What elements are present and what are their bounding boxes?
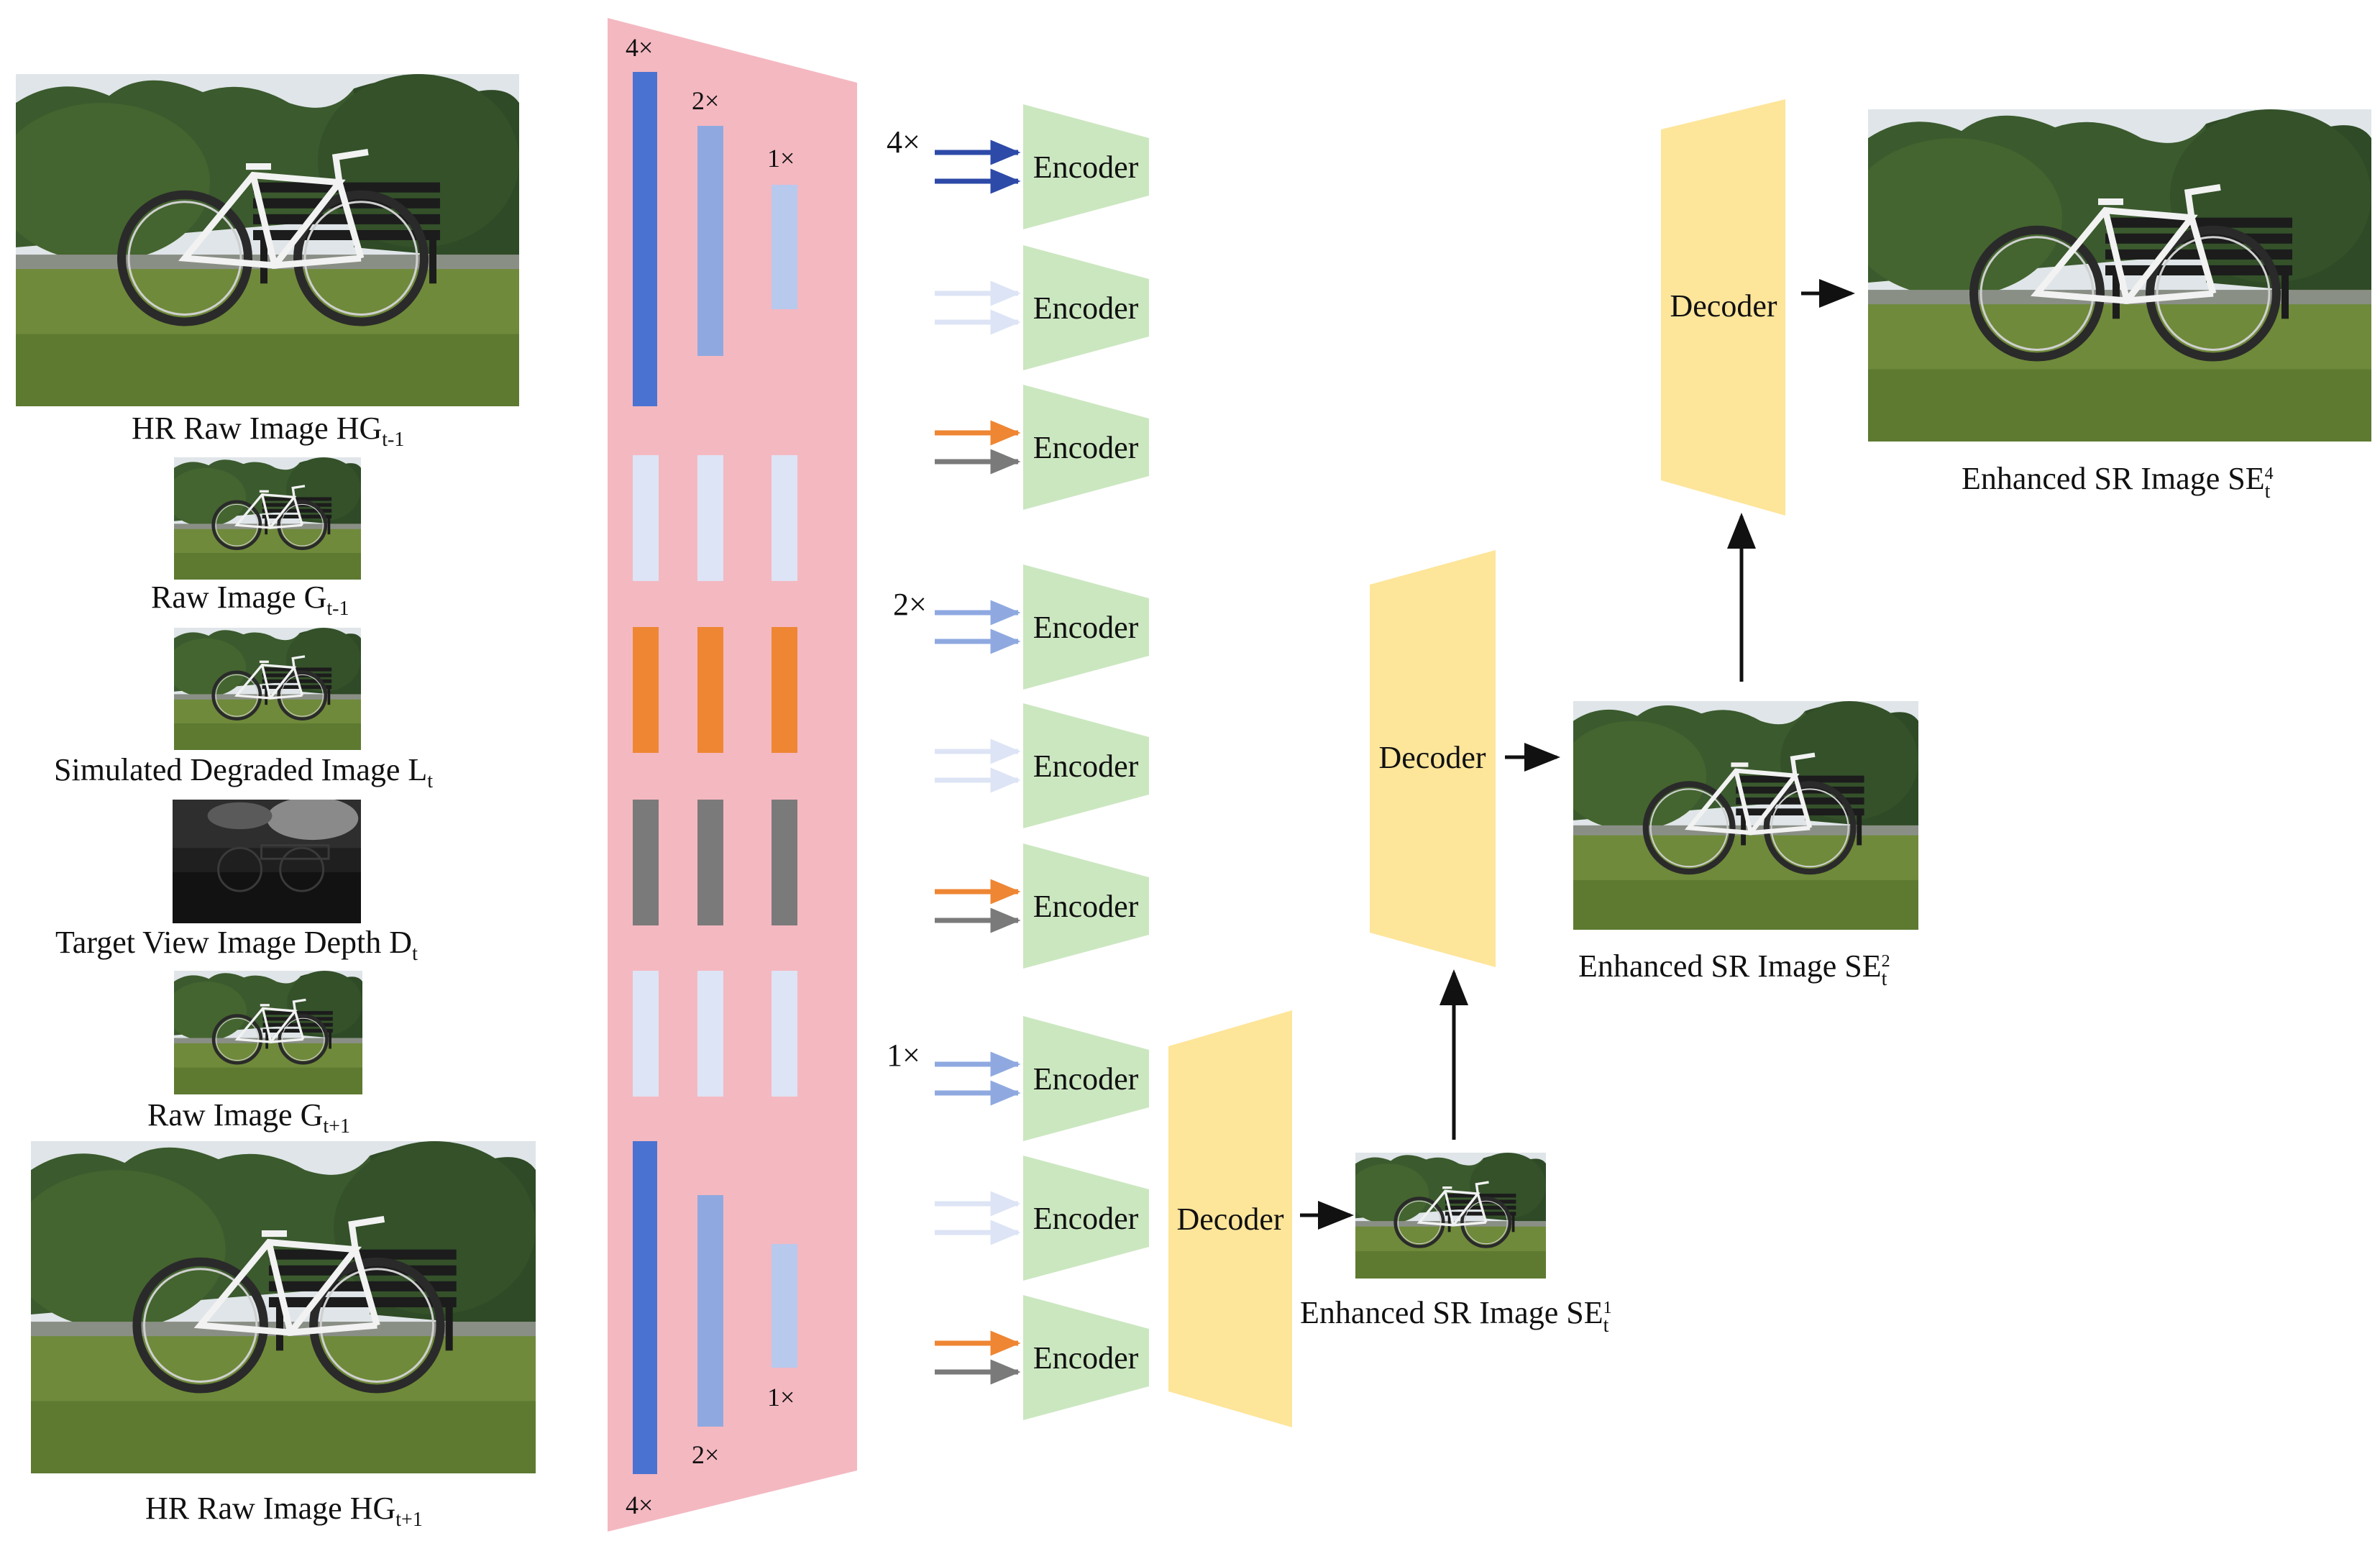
encoder-7-shape <box>1023 1016 1149 1141</box>
depth-image-label: Target View Image Depth Dt <box>55 925 418 965</box>
decoder-4x: Decoder <box>1661 99 1785 516</box>
flow-arrows <box>1300 279 1855 1230</box>
feat-raw-prev-b <box>697 455 723 581</box>
feat-raw-next-a <box>633 971 659 1097</box>
feat-degraded-a <box>633 627 659 753</box>
encoder-column: EncoderEncoderEncoderEncoderEncoderEncod… <box>935 104 1149 1420</box>
raw-image-prev <box>166 457 361 580</box>
decoder-4x-label: Decoder <box>1670 288 1777 324</box>
se4-image <box>1846 109 2371 442</box>
top-scale-2x: 2× <box>692 86 719 115</box>
bottom-bar-1x <box>772 1244 797 1368</box>
feat-degraded-c <box>772 627 797 753</box>
raw-image-next <box>166 971 362 1094</box>
group-scale-4x: 4× <box>887 124 920 160</box>
input-hr-next: HR Raw Image HGt+1 <box>9 1141 536 1531</box>
hr-raw-image-next <box>9 1141 536 1473</box>
se2-image <box>1558 701 1918 930</box>
hr-raw-image-next-label: HR Raw Image HGt+1 <box>145 1491 423 1531</box>
bottom-scale-2x: 2× <box>692 1440 719 1469</box>
decoder-1x: Decoder <box>1168 1010 1292 1427</box>
feat-raw-next-c <box>772 971 797 1097</box>
encoder-9-shape <box>1023 1295 1149 1420</box>
funnel-shape <box>608 18 857 1532</box>
degraded-image <box>166 628 361 750</box>
decoder-1x-label: Decoder <box>1176 1202 1283 1237</box>
raw-image-next-label: Raw Image Gt+1 <box>147 1097 350 1138</box>
decoder-2x-label: Decoder <box>1378 740 1486 775</box>
decoder-1x-shape <box>1168 1010 1292 1427</box>
encoder-2-label: Encoder <box>1033 291 1139 326</box>
raw-image-prev-label: Raw Image Gt-1 <box>151 580 349 620</box>
depth-image <box>173 800 361 923</box>
encoder-4-label: Encoder <box>1033 610 1139 645</box>
encoder-8-label: Encoder <box>1033 1201 1139 1236</box>
hr-raw-image-prev-label: HR Raw Image HGt-1 <box>132 411 404 451</box>
encoder-3-shape <box>1023 385 1149 510</box>
se1-image <box>1347 1153 1546 1279</box>
top-bar-2x <box>697 126 723 356</box>
feat-raw-prev-c <box>772 455 797 581</box>
group-scale-1x: 1× <box>887 1038 920 1073</box>
encoder-1-shape <box>1023 104 1149 229</box>
top-bar-4x <box>633 72 657 406</box>
group-scale-2x: 2× <box>893 587 927 622</box>
encoder-7-label: Encoder <box>1033 1061 1139 1097</box>
decoder-2x-shape <box>1370 550 1496 967</box>
feat-raw-prev-a <box>633 455 659 581</box>
encoder-2-shape <box>1023 245 1149 370</box>
decoder-4x-shape <box>1661 99 1785 516</box>
feat-degraded-b <box>697 627 723 753</box>
encoder-1-label: Encoder <box>1033 150 1139 185</box>
bottom-scale-1x: 1× <box>767 1383 795 1412</box>
bottom-scale-4x: 4× <box>626 1491 653 1519</box>
input-raw-prev: Raw Image Gt-1 <box>151 457 361 620</box>
encoder-8-shape <box>1023 1156 1149 1281</box>
bottom-bar-2x <box>697 1195 723 1427</box>
input-depth: Target View Image Depth Dt <box>55 800 418 965</box>
feat-raw-next-b <box>697 971 723 1097</box>
input-raw-next: Raw Image Gt+1 <box>147 971 362 1138</box>
top-scale-1x: 1× <box>767 144 795 173</box>
hr-raw-image-prev <box>0 74 519 406</box>
encoder-9-label: Encoder <box>1033 1340 1139 1376</box>
bottom-bar-4x <box>633 1141 657 1474</box>
feature-funnel: 4× 2× 1× 1× 2× 4× <box>608 18 857 1532</box>
feat-depth-c <box>772 800 797 925</box>
encoder-3-label: Encoder <box>1033 430 1139 465</box>
encoder-4-shape <box>1023 564 1149 690</box>
input-hr-prev: HR Raw Image HGt-1 <box>0 74 519 451</box>
degraded-image-label: Simulated Degraded Image Lt <box>54 752 433 792</box>
encoder-6-label: Encoder <box>1033 889 1139 924</box>
top-scale-4x: 4× <box>626 33 653 62</box>
encoder-5-shape <box>1023 703 1149 828</box>
input-degraded: Simulated Degraded Image Lt <box>54 628 433 792</box>
feat-depth-a <box>633 800 659 925</box>
decoder-2x: Decoder <box>1370 550 1496 967</box>
encoder-6-shape <box>1023 843 1149 969</box>
top-bar-1x <box>772 185 797 309</box>
feat-depth-b <box>697 800 723 925</box>
encoder-5-label: Encoder <box>1033 749 1139 784</box>
